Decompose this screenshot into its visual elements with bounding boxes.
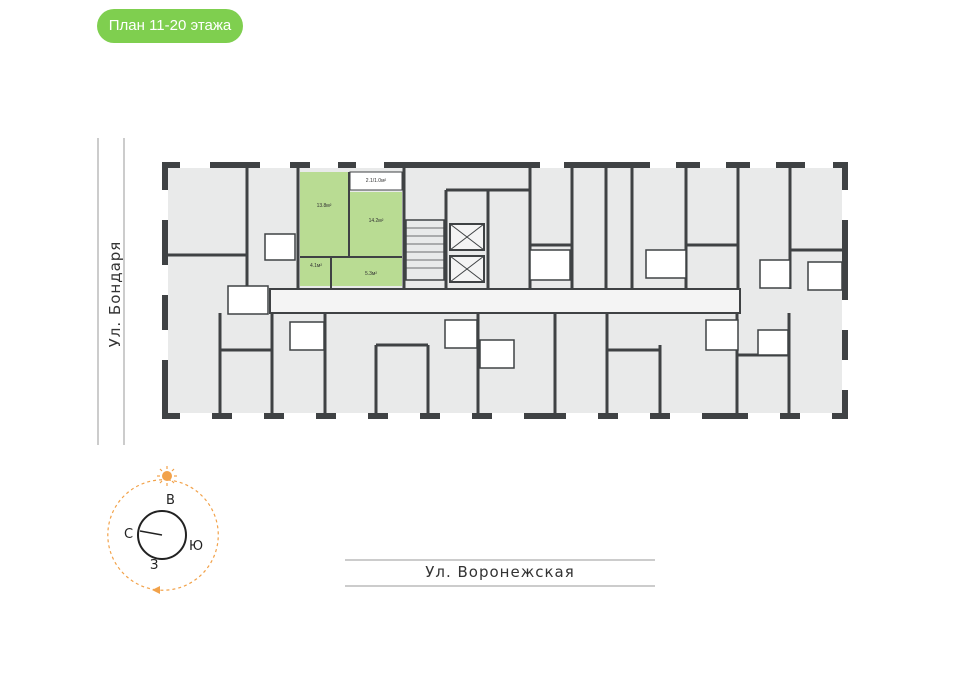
room-label-hall: 5.3м²	[365, 271, 377, 277]
corridor	[269, 288, 741, 314]
room-bedroom[interactable]	[350, 192, 402, 256]
floor-plan-badge[interactable]: План 11-20 этажа	[97, 9, 243, 43]
compass-south-label: Ю	[189, 539, 204, 554]
highlighted-apartment[interactable]	[300, 171, 403, 288]
sun-icon	[157, 466, 177, 486]
sun-path-arc	[157, 479, 219, 591]
sun-path-arc-left	[107, 479, 169, 591]
compass	[107, 466, 219, 594]
stairwell	[405, 219, 445, 281]
room-living[interactable]	[300, 172, 348, 256]
compass-needle	[139, 530, 163, 536]
compass-west-label: З	[150, 558, 159, 573]
room-hall[interactable]	[332, 258, 402, 286]
room-label-bedroom: 14.2м²	[369, 218, 384, 224]
sun-path-arrow-icon	[152, 586, 160, 594]
compass-north-label: С	[124, 527, 134, 542]
compass-east-label: В	[166, 493, 175, 508]
street-label-voronezhskaya: Ул. Воронежская	[425, 563, 575, 581]
room-label-balcony: 2.1/1.0м²	[366, 178, 387, 184]
room-bath[interactable]	[300, 258, 330, 286]
building	[162, 162, 848, 419]
room-label-bath: 4.1м²	[310, 263, 322, 269]
room-label-living: 13.8м²	[317, 203, 332, 209]
